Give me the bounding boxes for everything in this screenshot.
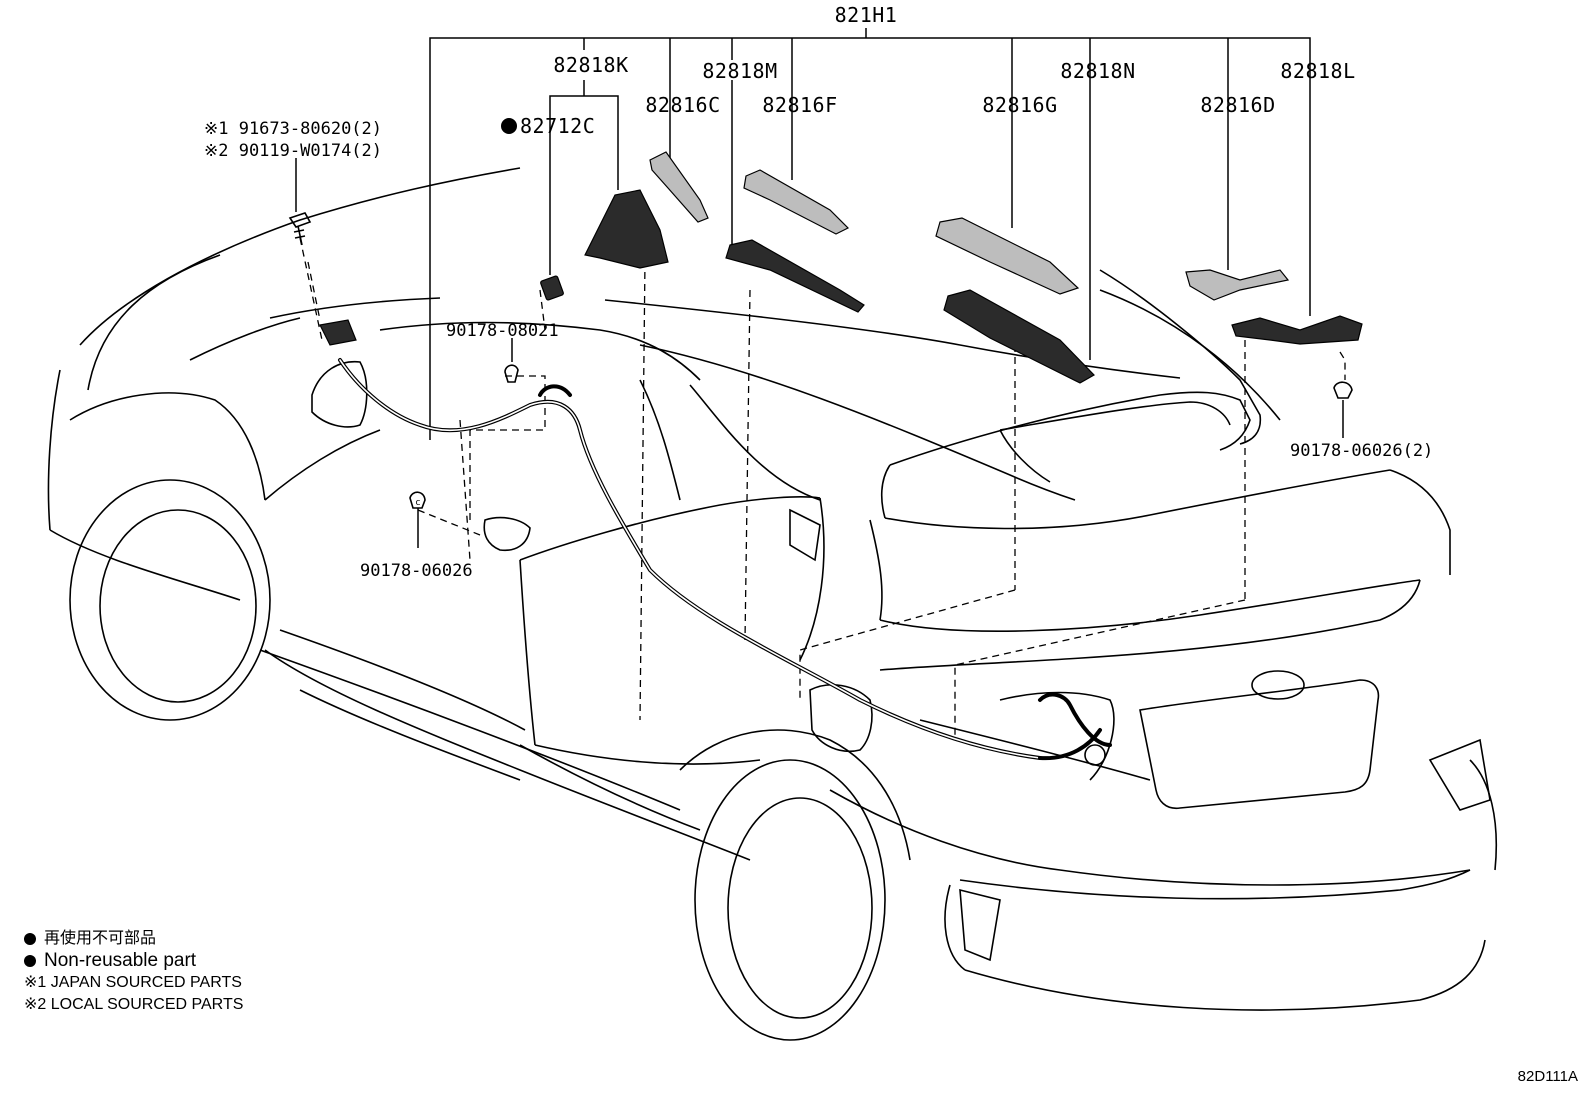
label-82818k: 82818K — [553, 53, 628, 77]
legend-text-jp: 再使用不可部品 — [44, 930, 157, 947]
label-90178-06026-2: 90178-06026(2) — [1290, 441, 1433, 461]
non-reusable-dot — [501, 118, 517, 134]
clip-icon: c — [409, 491, 426, 509]
clip-icon — [504, 364, 519, 383]
protector-82818m — [725, 239, 865, 313]
label-local-ref: ※2 90119-W0174(2) — [204, 141, 382, 161]
legend-row-en: Non-reusable part — [24, 950, 243, 972]
mirror-grommet — [319, 319, 357, 346]
protector-82818k — [584, 189, 669, 269]
clamp-82816f — [743, 169, 850, 235]
legend-text-local: ※2 LOCAL SOURCED PARTS — [24, 996, 244, 1013]
svg-text:c: c — [416, 498, 421, 508]
label-82818m: 82818M — [702, 59, 777, 83]
bolt-icon — [288, 212, 312, 246]
bullet-icon — [24, 933, 36, 945]
protector-82818l — [1231, 315, 1363, 345]
clamp-82816c — [649, 151, 709, 223]
label-821h1: 821H1 — [835, 3, 898, 27]
label-82816c: 82816C — [645, 93, 720, 117]
label-82712c: 82712C — [520, 114, 595, 138]
installation-guides — [299, 237, 1346, 740]
label-90178-08021: 90178-08021 — [446, 321, 559, 341]
legend-row-jp: 再使用不可部品 — [24, 928, 243, 950]
legend-row-local: ※2 LOCAL SOURCED PARTS — [24, 994, 243, 1016]
legend-row-japan: ※1 JAPAN SOURCED PARTS — [24, 972, 243, 994]
protector-82818n — [943, 289, 1095, 384]
parts: c — [288, 151, 1363, 509]
clamp-82816g — [935, 217, 1080, 295]
bullet-icon — [24, 955, 36, 967]
label-japan-ref: ※1 91673-80620(2) — [204, 119, 382, 139]
label-82818n: 82818N — [1060, 59, 1135, 83]
label-82818l: 82818L — [1280, 59, 1355, 83]
label-82816d: 82816D — [1200, 93, 1275, 117]
legend: 再使用不可部品 Non-reusable part ※1 JAPAN SOURC… — [24, 928, 243, 1016]
clamp-82816d — [1185, 269, 1290, 301]
leader-lines — [295, 158, 1344, 548]
clip-icon — [1333, 381, 1353, 399]
vehicle-outline — [47, 167, 1498, 1041]
legend-text-en: Non-reusable part — [44, 950, 197, 971]
diagram-code: 82D111A — [1517, 1068, 1578, 1085]
connector-82712c — [540, 275, 564, 301]
wire-harness — [338, 358, 1112, 766]
label-82816g: 82816G — [982, 93, 1057, 117]
part-labels: 821H1 82818K 82818M 82818N 82818L 82712C… — [204, 3, 1433, 581]
label-82816f: 82816F — [762, 93, 837, 117]
legend-text-japan: ※1 JAPAN SOURCED PARTS — [24, 974, 242, 991]
assembly-bracket — [429, 28, 1311, 440]
label-90178-06026: 90178-06026 — [360, 561, 473, 581]
